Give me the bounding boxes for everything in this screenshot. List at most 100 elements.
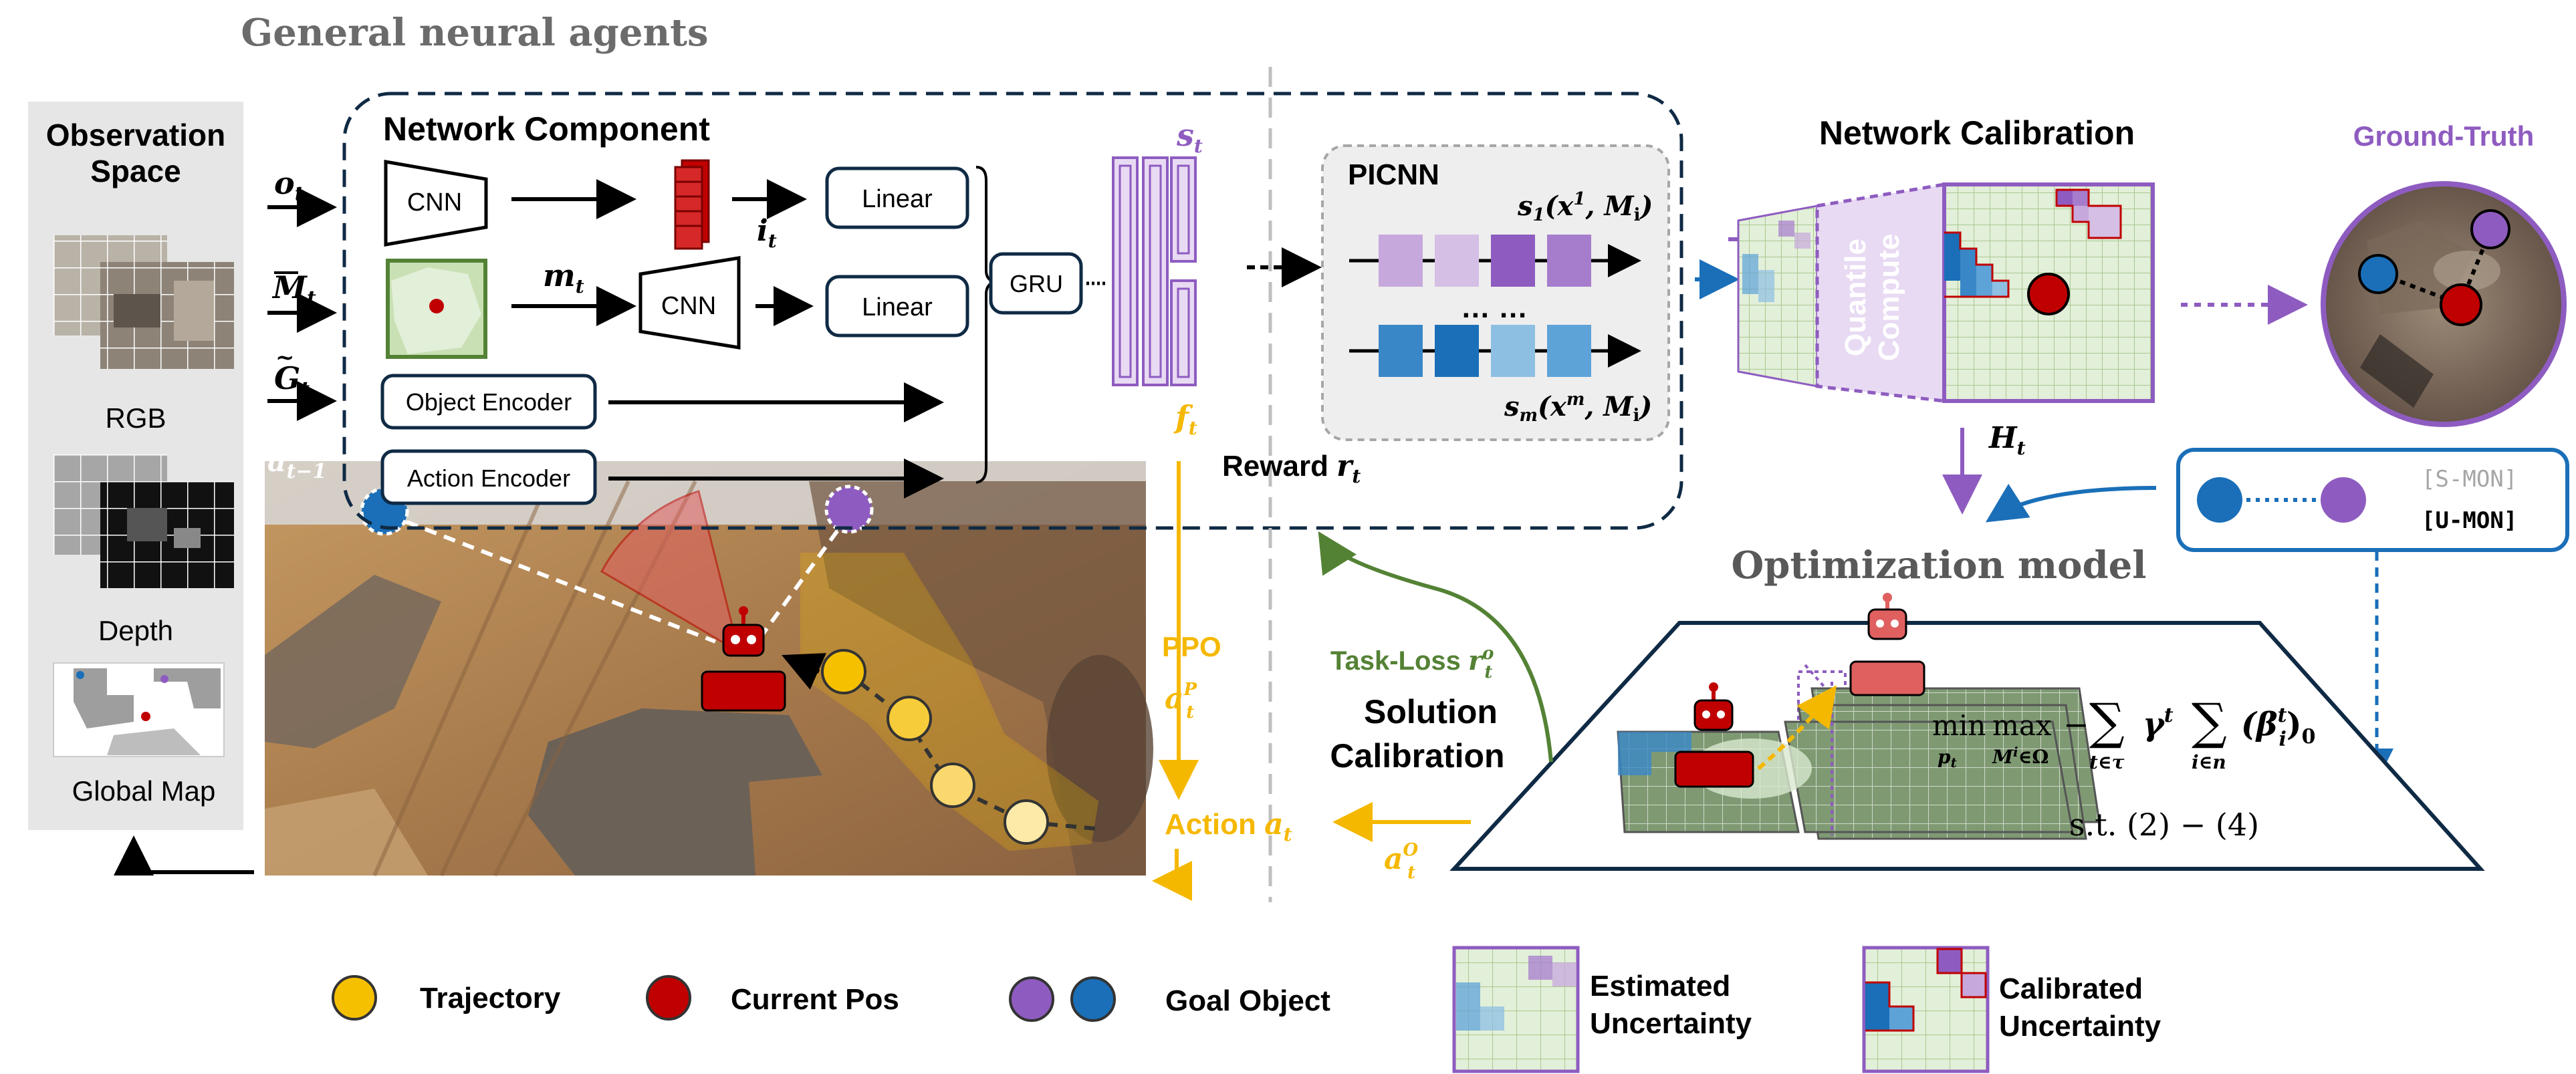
legend-estimated-grid xyxy=(1452,946,1580,1073)
m-symbol: mt xyxy=(543,257,584,297)
picnn-s1-label: s1(x1, Mi) xyxy=(1517,189,1653,225)
action-label: Action at xyxy=(1165,807,1292,845)
object-encoder-label: Object Encoder xyxy=(406,388,572,416)
prev-action-symbol: at−1 xyxy=(267,444,326,483)
s-symbol: st xyxy=(1176,117,1203,157)
picnn-heading: PICNN xyxy=(1348,158,1439,191)
gru-block xyxy=(989,252,1083,315)
legend-current-label: Current Pos xyxy=(731,983,899,1016)
s-mon-label: [S-MON] xyxy=(2422,466,2517,493)
map-thumbnail-pos xyxy=(429,299,444,313)
robot-icon-opt xyxy=(1674,682,1754,788)
h-symbol: Ht xyxy=(1988,421,2026,459)
action-encoder-label: Action Encoder xyxy=(407,464,570,492)
calibrated-grid xyxy=(1942,182,2155,403)
optimization-grid-stack xyxy=(1617,664,2101,840)
input-arrows xyxy=(267,187,337,421)
formula-gamma: γt xyxy=(2143,704,2174,743)
map-symbol: Mt xyxy=(271,269,316,310)
quantile-compute-block xyxy=(1815,182,1946,403)
cnn-block-2 xyxy=(638,256,741,350)
linear-block-2 xyxy=(825,275,969,338)
estimated-grid xyxy=(1737,205,1819,388)
goal-symbol: Gt xyxy=(274,360,310,401)
legend-goal-purple-dot xyxy=(1009,976,1054,1022)
obs-symbol: ot xyxy=(274,165,304,206)
u-mon-label: [U-MON] xyxy=(2422,507,2517,534)
observation-panel: Observation Space RGB Depth xyxy=(28,102,243,830)
rgb-label: RGB xyxy=(105,402,166,434)
legend-estimated-line2: Uncertainty xyxy=(1590,1007,1752,1040)
mon-to-opt-arrow xyxy=(1985,483,2157,523)
global-map-thumbnail xyxy=(53,662,225,757)
picnn-cell xyxy=(1547,325,1591,377)
picnn-cell xyxy=(1435,235,1479,287)
diagram-title: General neural agents xyxy=(241,11,708,55)
f-symbol: ft xyxy=(1173,399,1197,439)
picnn-sm-label: sm(xm, Mi) xyxy=(1504,390,1652,426)
robot-icon-target xyxy=(1849,593,1925,696)
formula-constraints: s.t. (2) − (4) xyxy=(2069,807,2259,843)
formula-sum2-sub: i∈n xyxy=(2192,751,2226,773)
observation-heading-line1: Observation xyxy=(46,118,225,152)
feedback-arrow xyxy=(114,835,254,876)
legend-trajectory-label: Trajectory xyxy=(420,982,561,1015)
picnn-row2-cells xyxy=(1379,325,1591,377)
mon-box xyxy=(2176,448,2569,552)
observation-heading-line2: Space xyxy=(90,154,181,188)
picnn-cell xyxy=(1379,325,1423,377)
mon-blue-dot xyxy=(2197,477,2242,523)
optimization-heading: Optimization model xyxy=(1731,543,2146,587)
calibration-heading: Network Calibration xyxy=(1819,114,2135,152)
formula-minus: − xyxy=(2063,706,2089,743)
concat-brace xyxy=(975,166,997,484)
scene-image xyxy=(265,461,1153,877)
solution-line2: Calibration xyxy=(1330,737,1504,775)
mon-purple-dot xyxy=(2321,477,2366,523)
legend-estimated-line1: Estimated xyxy=(1590,970,1730,1002)
object-encoder-block xyxy=(380,374,597,430)
network-component-box xyxy=(342,92,1683,530)
legend-goal-label: Goal Object xyxy=(1165,984,1330,1017)
opt-move-arrow xyxy=(1757,685,1837,771)
formula-sum1: ∑ xyxy=(2089,693,2125,751)
rgb-thumbnail xyxy=(53,235,234,369)
global-map-label: Global Map xyxy=(72,775,216,807)
cnn-label-1: CNN xyxy=(407,188,462,217)
legend-calibrated-line2: Uncertainty xyxy=(1999,1010,2161,1043)
picnn-cell xyxy=(1435,325,1479,377)
formula-min: min xyxy=(1932,709,1986,742)
legend-calibrated-grid xyxy=(1862,946,1990,1073)
cnn-block-1 xyxy=(384,160,488,247)
solution-line1: Solution xyxy=(1364,693,1498,730)
formula-min-sub: pt xyxy=(1938,746,1958,771)
depth-thumbnail xyxy=(53,454,234,588)
picnn-cell xyxy=(1491,235,1535,287)
ppo-label: PPO xyxy=(1162,631,1221,662)
formula-max: max xyxy=(1992,709,2052,742)
action-to-env-arrow xyxy=(1152,849,1192,901)
task-loss-arrow xyxy=(1318,531,1553,763)
picnn-cell xyxy=(1547,235,1591,287)
i-symbol: it xyxy=(757,214,777,252)
formula-sum2: ∑ xyxy=(2192,693,2227,751)
quantile-line2: Compute xyxy=(1873,234,1905,362)
reward-label: Reward rt xyxy=(1222,449,1361,487)
feature-stack-icon xyxy=(674,159,710,250)
quantile-line1: Quantile xyxy=(1839,239,1872,356)
formula-max-sub: Mi∈Ω xyxy=(1992,744,2048,768)
picnn-cell xyxy=(1379,235,1423,287)
picnn-cell xyxy=(1491,325,1535,377)
cnn-label-2: CNN xyxy=(661,292,716,320)
legend-trajectory-dot xyxy=(332,975,377,1021)
network-heading: Network Component xyxy=(383,110,710,148)
linear-label-1: Linear xyxy=(862,185,933,213)
linear-label-2: Linear xyxy=(862,293,933,321)
ground-truth-image xyxy=(2321,181,2567,427)
legend: Trajectory Current Pos Goal Object Estim… xyxy=(332,946,2161,1073)
